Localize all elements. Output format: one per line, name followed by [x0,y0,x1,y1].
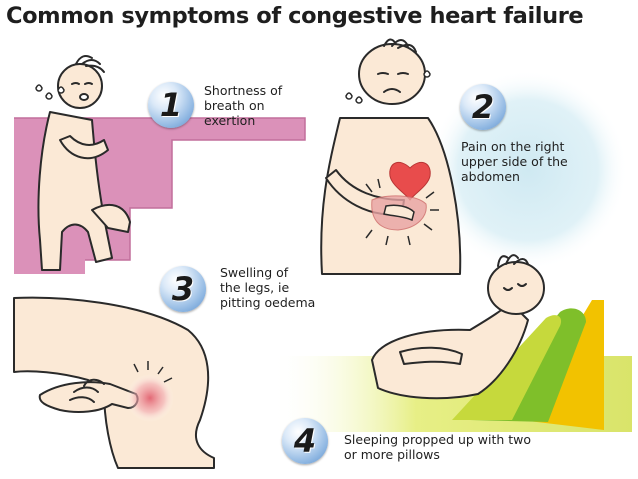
badge-4: 4 [282,418,328,464]
caption-3: Swelling of the legs, ie pitting oedema [220,265,315,310]
caption-line: pitting oedema [220,295,316,310]
caption-1: Shortness of breath on exertion [204,83,282,128]
caption-line: Sleeping propped up with two [344,432,532,447]
caption-line: breath on [204,98,265,113]
caption-line: abdomen [461,169,520,184]
swelling-glow [126,374,174,422]
badge-number: 3 [171,270,195,308]
badge-number: 4 [293,422,317,460]
caption-line: exertion [204,113,256,128]
caption-line: or more pillows [344,447,440,462]
leg-scene [13,296,215,469]
caption-2: Pain on the right upper side of the abdo… [461,139,568,184]
badge-2: 2 [460,84,506,130]
caption-line: Shortness of [204,83,283,98]
badge-number: 2 [471,88,495,126]
badge-number: 1 [159,86,183,124]
page-title: Common symptoms of congestive heart fail… [6,3,584,29]
abdominal-pain-figure [320,38,462,275]
hand-on-abdomen [383,204,415,222]
breathless-figure [37,55,131,271]
caption-line: Swelling of [220,265,289,280]
swelling-rays [133,361,173,383]
badge-1: 1 [148,82,194,128]
sweat-drops-1 [35,84,65,100]
sweat-drops-2 [345,70,431,104]
caption-4: Sleeping propped up with two or more pil… [344,432,531,462]
caption-line: Pain on the right [461,139,565,154]
caption-line: upper side of the [461,154,568,169]
badge-3: 3 [160,266,206,312]
caption-line: the legs, ie [220,280,290,295]
pain-rays [365,178,439,246]
sleeping-figure [371,254,545,400]
